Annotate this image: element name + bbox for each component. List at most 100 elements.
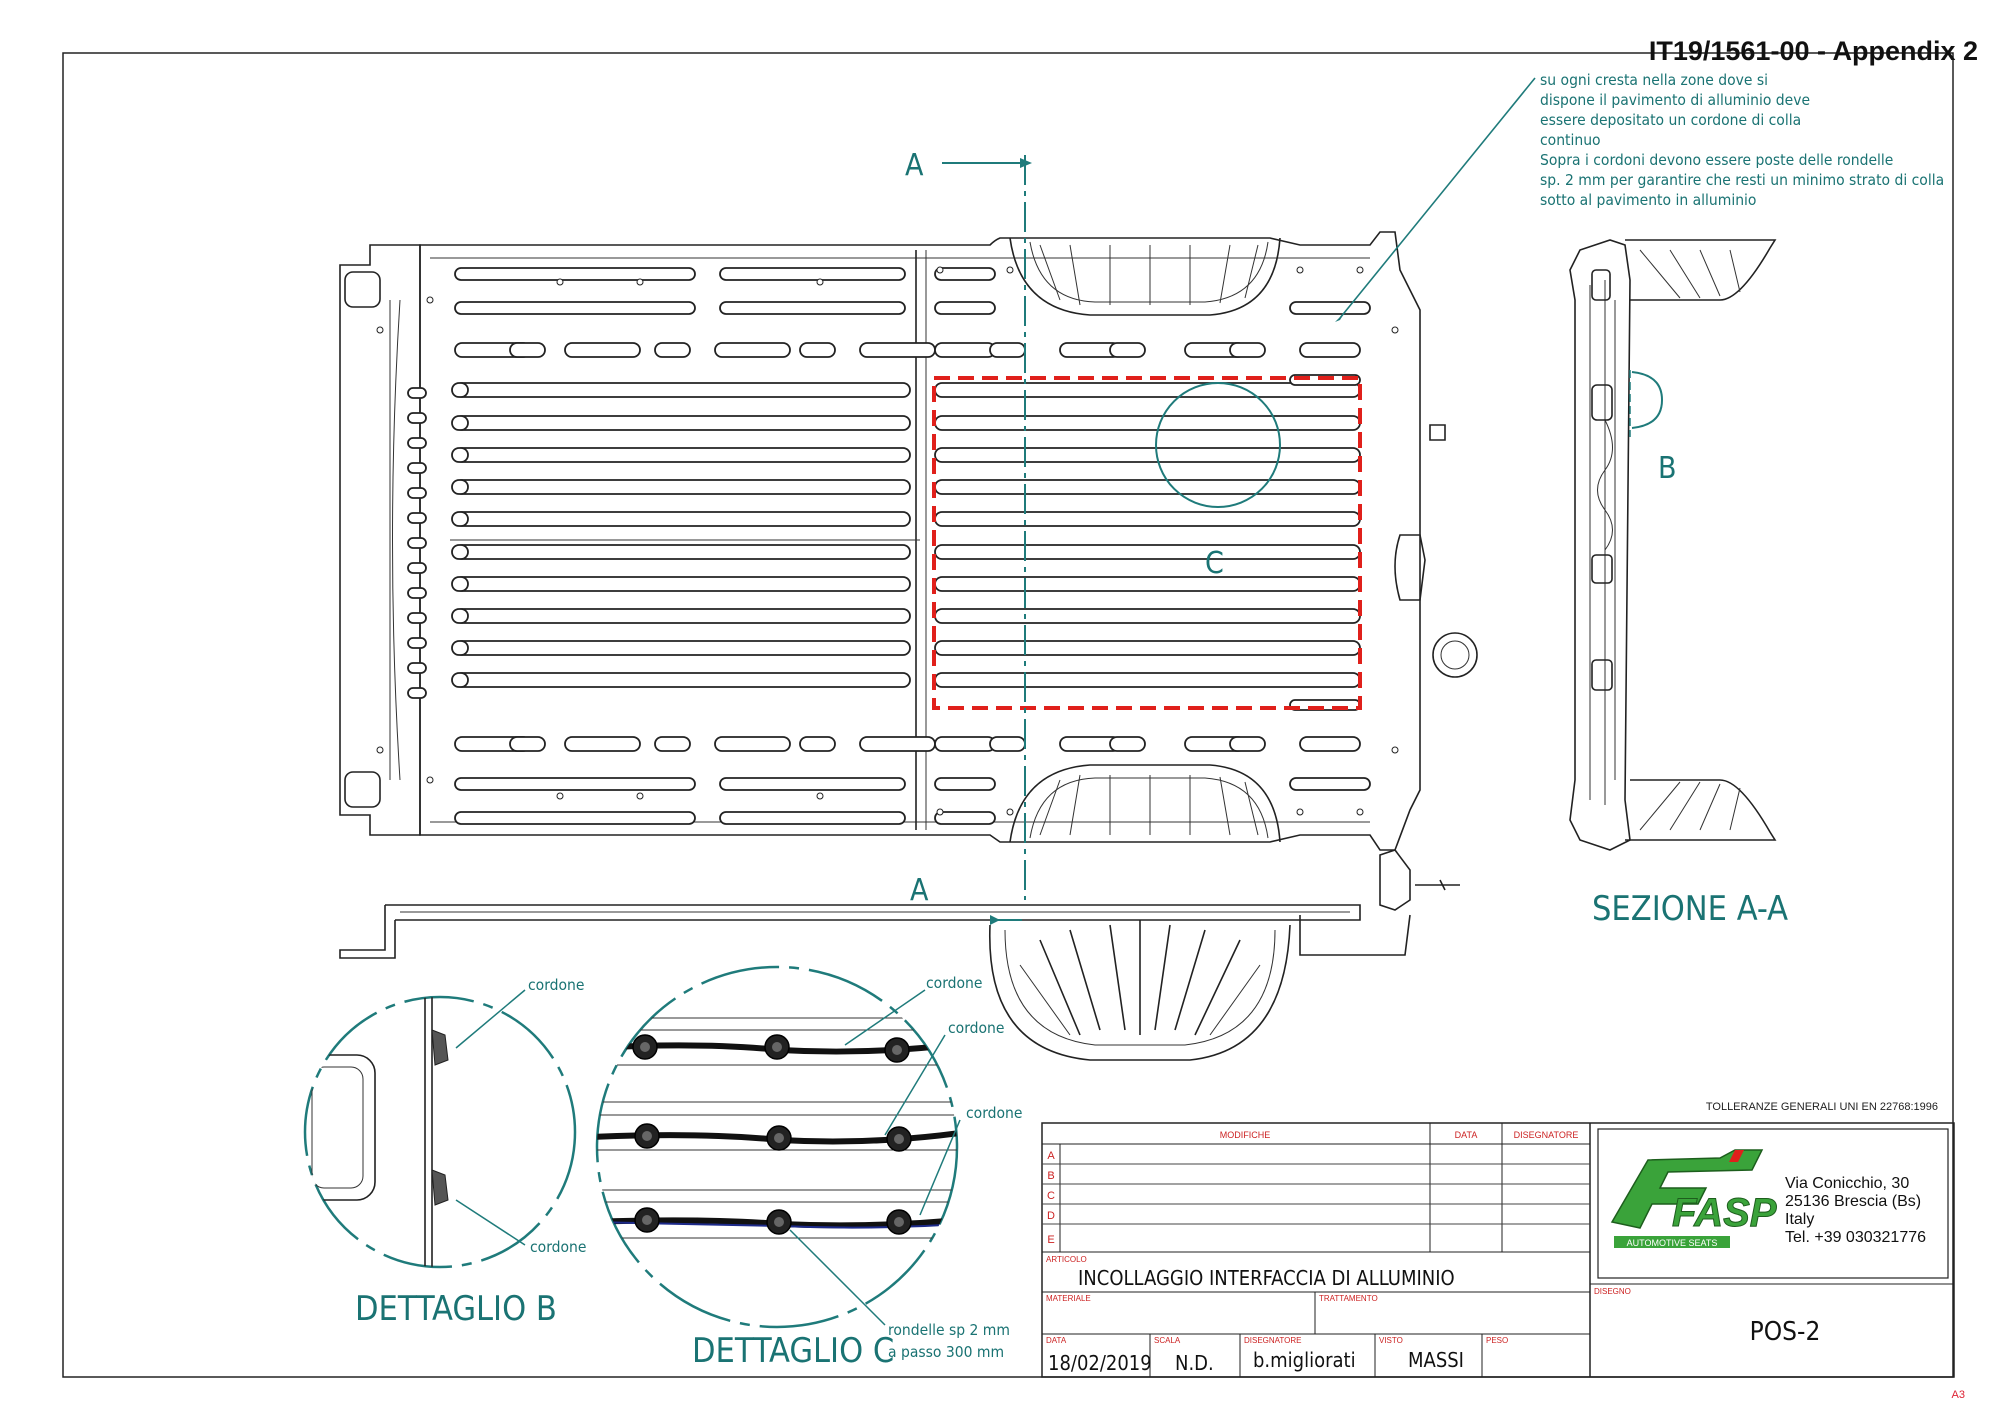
floor-rib <box>454 544 911 560</box>
visto-value: MASSI <box>1408 1348 1464 1372</box>
floor-rib <box>454 511 911 527</box>
note-line-3: essere depositato un cordone di colla <box>1540 111 1801 129</box>
note-line-4: continuo <box>1540 131 1601 149</box>
floor-rib <box>934 672 1361 688</box>
revision-b: B <box>1047 1170 1054 1182</box>
company-address-2: 25136 Brescia (Bs) <box>1785 1193 1921 1210</box>
floor-rib <box>407 637 427 649</box>
floor-rib <box>719 811 906 825</box>
company-address-1: Via Conicchio, 30 <box>1785 1175 1909 1192</box>
floor-rib <box>1109 342 1146 358</box>
floor-rib <box>934 576 1361 592</box>
floor-rib <box>859 736 936 752</box>
modifiche-header: MODIFICHE <box>1220 1130 1271 1140</box>
disegno-value: POS-2 <box>1750 1317 1821 1347</box>
section-line-a: A A <box>905 148 1032 925</box>
floor-rib <box>934 511 1361 527</box>
mounting-hole <box>1391 326 1399 334</box>
floor-rib <box>654 342 691 358</box>
floor-rib <box>934 415 1361 431</box>
floor-rib <box>407 562 427 574</box>
floor-rib <box>451 640 469 656</box>
scala-label: SCALA <box>1154 1336 1181 1345</box>
note-line-2: dispone il pavimento di alluminio deve <box>1540 91 1810 109</box>
mounting-hole <box>1391 746 1399 754</box>
materiale-label: MATERIALE <box>1046 1294 1091 1303</box>
floor-rib <box>1299 736 1361 752</box>
company-phone: Tel. +39 030321776 <box>1785 1229 1926 1246</box>
floor-rib <box>407 387 427 399</box>
floor-rib <box>407 437 427 449</box>
floor-rib <box>564 736 641 752</box>
revision-a: A <box>1047 1150 1055 1162</box>
disegnatore-label: DISEGNATORE <box>1244 1336 1302 1345</box>
floor-rib <box>989 342 1026 358</box>
floor-rib <box>407 587 427 599</box>
floor-rib <box>719 777 906 791</box>
floor-rib <box>509 342 546 358</box>
cordone-label-b-top: cordone <box>528 976 584 994</box>
floor-rib <box>719 267 906 281</box>
floor-rib <box>934 267 996 281</box>
floor-rib <box>564 342 641 358</box>
note-line-7: sotto al pavimento in alluminio <box>1540 191 1756 209</box>
floor-rib <box>407 612 427 624</box>
logo-text: FASP <box>1672 1191 1777 1235</box>
disegno-label: DISEGNO <box>1594 1287 1631 1296</box>
fasp-logo: FASP AUTOMOTIVE SEATS <box>1610 1149 1777 1248</box>
floor-rib <box>934 342 996 358</box>
floor-rib <box>1289 777 1371 791</box>
floor-rib <box>407 512 427 524</box>
note-line-5: Sopra i cordoni devono essere poste dell… <box>1540 151 1893 169</box>
floor-rib <box>1109 736 1146 752</box>
floor-rib <box>934 544 1361 560</box>
mounting-hole <box>556 278 564 286</box>
disegnatore-value: b.migliorati <box>1253 1348 1356 1372</box>
detail-b-title: DETTAGLIO B <box>355 1289 557 1329</box>
floor-rib <box>451 576 469 592</box>
mounting-hole <box>936 266 944 274</box>
mounting-hole <box>426 776 434 784</box>
floor-rib <box>934 640 1361 656</box>
floor-rib <box>407 462 427 474</box>
floor-rib <box>451 479 469 495</box>
mounting-hole <box>376 746 384 754</box>
revision-c: C <box>1047 1190 1055 1202</box>
note-line-6: sp. 2 mm per garantire che resti un mini… <box>1540 171 1944 189</box>
rondelle-label-2: a passo 300 mm <box>888 1343 1004 1361</box>
articolo-label: ARTICOLO <box>1046 1255 1087 1264</box>
visto-label: VISTO <box>1379 1336 1403 1345</box>
detail-b-view: cordone cordone DETTAGLIO B <box>303 976 586 1329</box>
floor-rib <box>989 736 1026 752</box>
floor-rib <box>451 447 469 463</box>
trattamento-label: TRATTAMENTO <box>1319 1294 1378 1303</box>
section-marker-top: A <box>905 148 924 183</box>
detail-c-view: cordone cordone cordone rondelle sp 2 mm… <box>595 965 1022 1371</box>
floor-rib <box>454 672 911 688</box>
floor-rib <box>654 736 691 752</box>
detail-c-callout: C <box>1155 382 1281 581</box>
mounting-hole <box>376 326 384 334</box>
side-profile-view <box>339 904 1411 1061</box>
glue-area-highlight <box>932 376 1362 710</box>
revision-d: D <box>1047 1210 1055 1222</box>
floor-ribs <box>407 267 1371 825</box>
mounting-holes <box>376 266 1399 816</box>
data-value: 18/02/2019 <box>1048 1351 1152 1375</box>
company-address-3: Italy <box>1785 1211 1814 1228</box>
floor-rib <box>1299 342 1361 358</box>
mounting-hole <box>816 792 824 800</box>
floor-rib <box>451 511 469 527</box>
floor-rib <box>1229 342 1266 358</box>
floor-rib <box>454 447 911 463</box>
section-a-a-title: SEZIONE A-A <box>1592 889 1788 929</box>
floor-rib <box>934 736 996 752</box>
scala-value: N.D. <box>1175 1351 1214 1375</box>
floor-rib <box>934 777 996 791</box>
floor-rib <box>454 415 911 431</box>
floor-rib <box>454 640 911 656</box>
floor-rib <box>407 537 427 549</box>
mounting-hole <box>636 278 644 286</box>
floor-rib <box>799 342 836 358</box>
